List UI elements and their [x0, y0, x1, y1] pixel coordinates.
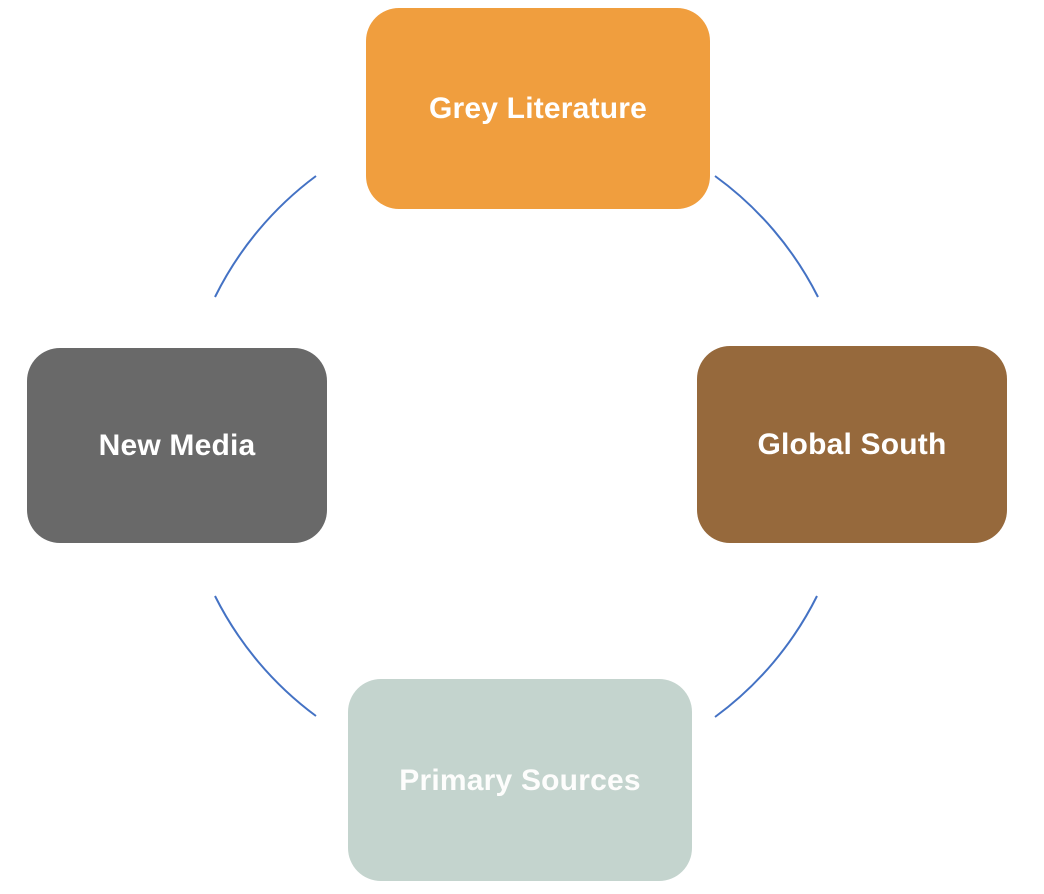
node-primary-sources: Primary Sources: [348, 679, 692, 881]
node-grey-literature-label: Grey Literature: [428, 92, 648, 125]
node-new-media-label: New Media: [98, 429, 256, 462]
arc-bottom-right: [714, 595, 818, 718]
node-grey-literature: Grey Literature: [366, 8, 710, 209]
node-primary-sources-label: Primary Sources: [399, 763, 641, 797]
node-new-media: New Media: [27, 348, 327, 543]
node-global-south-label: Global South: [757, 428, 947, 461]
arc-top-right: [714, 175, 819, 298]
node-global-south: Global South: [697, 346, 1007, 543]
arc-top-left: [214, 175, 317, 298]
arc-bottom-left: [214, 595, 317, 717]
